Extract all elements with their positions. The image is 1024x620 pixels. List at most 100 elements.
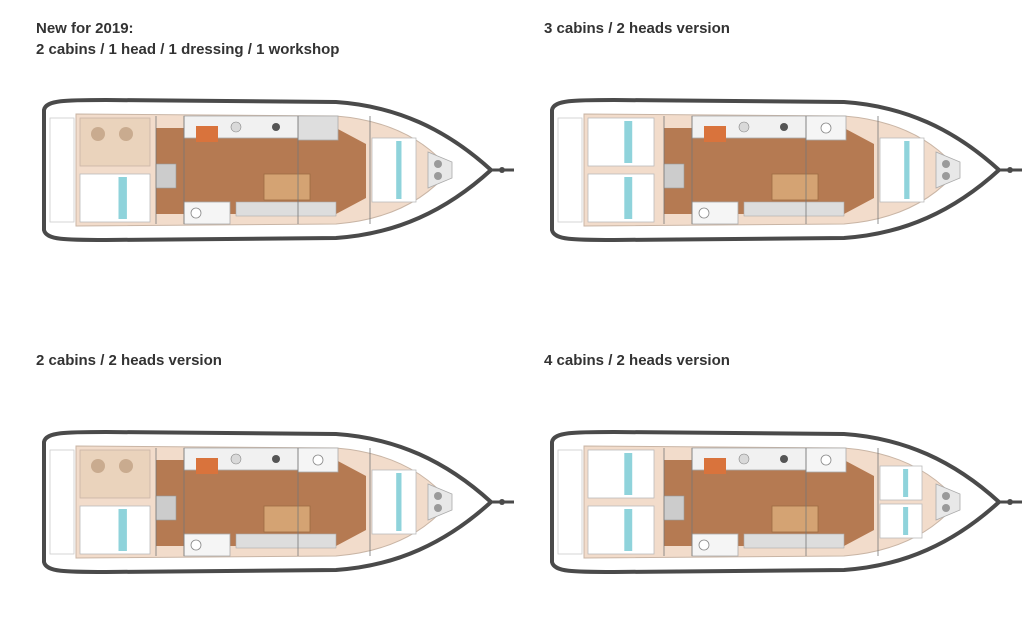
saloon-floor bbox=[156, 460, 366, 546]
companionway-steps bbox=[155, 495, 177, 521]
saloon-table bbox=[771, 505, 819, 533]
forward-bunk-port-sheet bbox=[903, 469, 909, 497]
chart-table bbox=[704, 458, 726, 474]
boat-plan-4 bbox=[550, 429, 1022, 575]
toilet-icon bbox=[698, 539, 710, 551]
stool-icon bbox=[119, 459, 133, 473]
bow-roller-end bbox=[1007, 499, 1013, 505]
forward-bunk-port bbox=[879, 465, 923, 501]
stool-icon bbox=[91, 459, 105, 473]
stove-icon bbox=[780, 455, 788, 463]
layout-title: 3 cabins / 2 heads version bbox=[544, 18, 730, 39]
layout-panel-3cabins-2heads: 3 cabins / 2 heads version bbox=[544, 18, 1024, 288]
saloon-table bbox=[771, 173, 819, 201]
stool-icon bbox=[91, 127, 105, 141]
settee bbox=[743, 201, 845, 217]
stool-icon bbox=[119, 127, 133, 141]
bow-roller-end bbox=[1007, 167, 1013, 173]
title-line-2: 2 cabins / 1 head / 1 dressing / 1 works… bbox=[36, 41, 340, 58]
locker-hatch-icon bbox=[942, 160, 950, 168]
aft-bunk-port bbox=[587, 117, 655, 167]
layout-title: 4 cabins / 2 heads version bbox=[544, 350, 730, 371]
locker-hatch-icon bbox=[942, 504, 950, 512]
forward-bunk bbox=[371, 469, 417, 535]
title-line-1: 2 cabins / 2 heads version bbox=[36, 352, 222, 369]
settee bbox=[235, 201, 337, 217]
layout-title: 2 cabins / 2 heads version bbox=[36, 350, 222, 371]
aft-bunk-sheet bbox=[118, 509, 127, 551]
forward-bunk-sheet bbox=[396, 141, 402, 199]
layout-panel-4cabins-2heads: 4 cabins / 2 heads version bbox=[544, 350, 1024, 620]
aft-bunk-sheet bbox=[118, 177, 127, 219]
stern-platform bbox=[557, 449, 583, 555]
forward-bunk bbox=[879, 137, 925, 203]
settee bbox=[743, 533, 845, 549]
stern-platform bbox=[557, 117, 583, 223]
layout-title: New for 2019: 2 cabins / 1 head / 1 dres… bbox=[36, 18, 339, 60]
chart-table bbox=[196, 126, 218, 142]
dressing-area bbox=[79, 117, 151, 167]
locker-hatch-icon bbox=[942, 172, 950, 180]
aft-bunk-port-sheet bbox=[624, 453, 633, 495]
boat-plan-2 bbox=[550, 97, 1022, 243]
workshop bbox=[297, 115, 339, 141]
anchor-locker bbox=[427, 483, 453, 521]
saloon-floor bbox=[664, 128, 874, 214]
locker-hatch-icon bbox=[434, 504, 442, 512]
companionway-steps bbox=[663, 163, 685, 189]
boat-plan-1 bbox=[42, 97, 514, 243]
toilet-icon bbox=[698, 207, 710, 219]
forward-bunk-sheet bbox=[904, 141, 910, 199]
boat-group bbox=[550, 429, 1022, 575]
bow-roller-end bbox=[499, 499, 505, 505]
locker-hatch-icon bbox=[942, 492, 950, 500]
locker-hatch-icon bbox=[434, 492, 442, 500]
forward-bunk-starboard-sheet bbox=[903, 507, 909, 535]
aft-bunk-starboard bbox=[587, 505, 655, 555]
stove-icon bbox=[272, 455, 280, 463]
anchor-locker bbox=[427, 151, 453, 189]
galley-sink-icon bbox=[230, 121, 242, 133]
companionway-steps bbox=[663, 495, 685, 521]
saloon-floor bbox=[664, 460, 874, 546]
toilet-icon bbox=[190, 207, 202, 219]
stove-icon bbox=[272, 123, 280, 131]
toilet-icon bbox=[820, 454, 832, 466]
aft-bunk-port bbox=[587, 449, 655, 499]
boat-group bbox=[550, 97, 1022, 243]
forward-bunk-starboard bbox=[879, 503, 923, 539]
locker-hatch-icon bbox=[434, 160, 442, 168]
galley-sink-icon bbox=[738, 121, 750, 133]
locker-hatch-icon bbox=[434, 172, 442, 180]
forward-bunk-sheet bbox=[396, 473, 402, 531]
anchor-locker bbox=[935, 483, 961, 521]
forward-bunk bbox=[371, 137, 417, 203]
galley-sink-icon bbox=[230, 453, 242, 465]
chart-table bbox=[704, 126, 726, 142]
title-line-1: New for 2019: bbox=[36, 20, 134, 37]
anchor-locker bbox=[935, 151, 961, 189]
aft-bunk-starboard-sheet bbox=[624, 509, 633, 551]
stern-platform bbox=[49, 117, 75, 223]
toilet-icon bbox=[312, 454, 324, 466]
boat-group bbox=[42, 429, 514, 575]
aft-bunk bbox=[79, 505, 151, 555]
bow-roller-end bbox=[499, 167, 505, 173]
layout-panel-workshop: New for 2019: 2 cabins / 1 head / 1 dres… bbox=[36, 18, 536, 288]
title-line-1: 3 cabins / 2 heads version bbox=[544, 20, 730, 37]
aft-bunk-starboard-sheet bbox=[624, 177, 633, 219]
saloon-table bbox=[263, 173, 311, 201]
title-line-1: 4 cabins / 2 heads version bbox=[544, 352, 730, 369]
chart-table bbox=[196, 458, 218, 474]
aft-bunk bbox=[79, 173, 151, 223]
saloon-table bbox=[263, 505, 311, 533]
boat-plan-3 bbox=[42, 429, 514, 575]
boat-group bbox=[42, 97, 514, 243]
toilet-icon bbox=[820, 122, 832, 134]
settee bbox=[235, 533, 337, 549]
saloon-floor bbox=[156, 128, 366, 214]
dressing-area bbox=[79, 449, 151, 499]
aft-bunk-port-sheet bbox=[624, 121, 633, 163]
stern-platform bbox=[49, 449, 75, 555]
toilet-icon bbox=[190, 539, 202, 551]
